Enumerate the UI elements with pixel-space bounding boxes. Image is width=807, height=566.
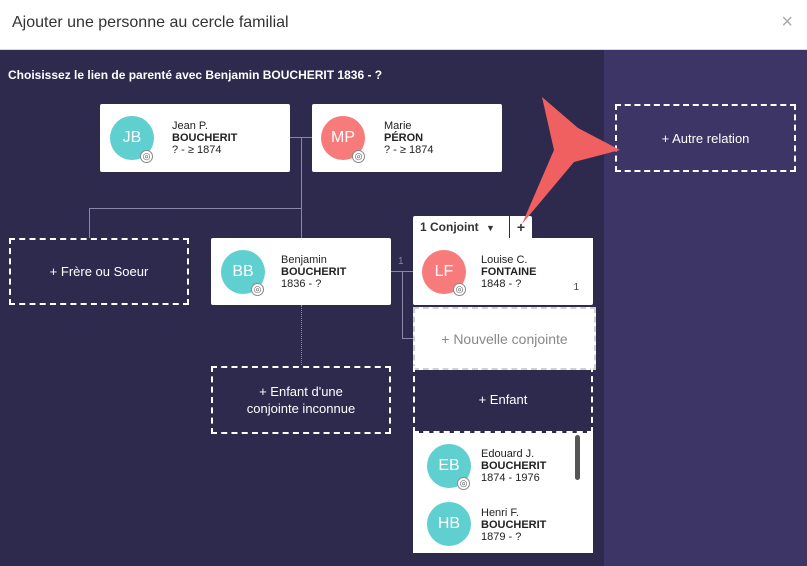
self-card[interactable]: BB ◎ Benjamin BOUCHERIT 1836 - ? bbox=[211, 238, 391, 305]
first-name: Benjamin bbox=[281, 254, 327, 266]
mother-card[interactable]: MP ◎ Marie PÉRON ? - ≥ 1874 bbox=[312, 104, 502, 172]
first-name: Louise C. bbox=[481, 254, 528, 266]
last-name: FONTAINE bbox=[481, 266, 537, 278]
person-name: Henri F. BOUCHERIT 1879 - ? bbox=[481, 507, 546, 543]
person-name: Marie PÉRON ? - ≥ 1874 bbox=[384, 120, 433, 156]
life-dates: ? - ≥ 1874 bbox=[172, 144, 222, 156]
children-scrollbar[interactable] bbox=[575, 435, 580, 480]
first-name: Jean P. bbox=[172, 120, 208, 132]
avatar: MP bbox=[321, 116, 365, 160]
first-name: Marie bbox=[384, 120, 412, 132]
person-name: Jean P. BOUCHERIT ? - ≥ 1874 bbox=[172, 120, 237, 156]
add-sibling-button[interactable]: + Frère ou Soeur bbox=[9, 238, 189, 305]
conjoint-label: 1 Conjoint bbox=[420, 220, 479, 234]
last-name: PÉRON bbox=[384, 132, 424, 144]
first-name: Henri F. bbox=[481, 507, 519, 519]
person-name: Benjamin BOUCHERIT 1836 - ? bbox=[281, 254, 346, 290]
life-dates: 1836 - ? bbox=[281, 278, 322, 290]
life-dates: 1879 - ? bbox=[481, 531, 522, 543]
target-icon: ◎ bbox=[457, 477, 470, 490]
person-name: Louise C. FONTAINE 1848 - ? bbox=[481, 254, 536, 290]
chevron-down-icon: ▼ bbox=[486, 223, 495, 233]
target-icon: ◎ bbox=[140, 150, 153, 163]
dialog-header: Ajouter une personne au cercle familial … bbox=[0, 0, 807, 50]
last-name: BOUCHERIT bbox=[481, 519, 547, 531]
conjoint-dropdown[interactable]: 1 Conjoint ▼ bbox=[413, 216, 509, 238]
life-dates: 1848 - ? bbox=[481, 278, 522, 290]
add-conjoint-button[interactable]: + bbox=[510, 216, 532, 238]
close-icon[interactable]: × bbox=[781, 11, 793, 33]
spouse-connector bbox=[390, 271, 413, 272]
father-card[interactable]: JB ◎ Jean P. BOUCHERIT ? - ≥ 1874 bbox=[100, 104, 290, 172]
list-item[interactable]: HB Henri F. BOUCHERIT 1879 - ? bbox=[413, 493, 573, 553]
person-name: Edouard J. BOUCHERIT 1874 - 1976 bbox=[481, 448, 546, 484]
siblings-line bbox=[89, 208, 302, 209]
target-icon: ◎ bbox=[251, 283, 264, 296]
unknown-child-line bbox=[301, 305, 302, 365]
last-name: BOUCHERIT bbox=[172, 132, 238, 144]
target-icon: ◎ bbox=[453, 283, 466, 296]
add-other-relation-button[interactable]: + Autre relation bbox=[615, 104, 796, 172]
new-spouse-branch bbox=[402, 338, 413, 339]
right-panel bbox=[604, 50, 807, 566]
new-spouse-line bbox=[402, 271, 403, 338]
spouse-number: 1 bbox=[573, 282, 579, 293]
dialog-title: Ajouter une personne au cercle familial bbox=[12, 14, 289, 31]
sibling-drop-line bbox=[89, 208, 90, 238]
parents-down-line bbox=[301, 137, 302, 208]
last-name: BOUCHERIT bbox=[481, 460, 547, 472]
add-child-button[interactable]: + Enfant bbox=[413, 366, 593, 433]
union-number: 1 bbox=[398, 256, 404, 267]
first-name: Edouard J. bbox=[481, 448, 535, 460]
add-child-unknown-spouse-button[interactable]: + Enfant d'une conjointe inconnue bbox=[211, 366, 391, 434]
target-icon: ◎ bbox=[352, 150, 365, 163]
add-new-spouse-button[interactable]: + Nouvelle conjointe bbox=[413, 307, 596, 370]
relationship-question: Choisissez le lien de parenté avec Benja… bbox=[8, 68, 383, 82]
self-drop-line bbox=[301, 208, 302, 238]
list-item[interactable]: EB ◎ Edouard J. BOUCHERIT 1874 - 1976 bbox=[413, 433, 573, 493]
life-dates: 1874 - 1976 bbox=[481, 472, 540, 484]
last-name: BOUCHERIT bbox=[281, 266, 347, 278]
children-list[interactable]: EB ◎ Edouard J. BOUCHERIT 1874 - 1976 HB… bbox=[413, 433, 593, 553]
life-dates: ? - ≥ 1874 bbox=[384, 144, 434, 156]
spouse-card[interactable]: LF ◎ Louise C. FONTAINE 1848 - ? 1 bbox=[413, 238, 593, 305]
avatar: HB bbox=[427, 502, 471, 546]
